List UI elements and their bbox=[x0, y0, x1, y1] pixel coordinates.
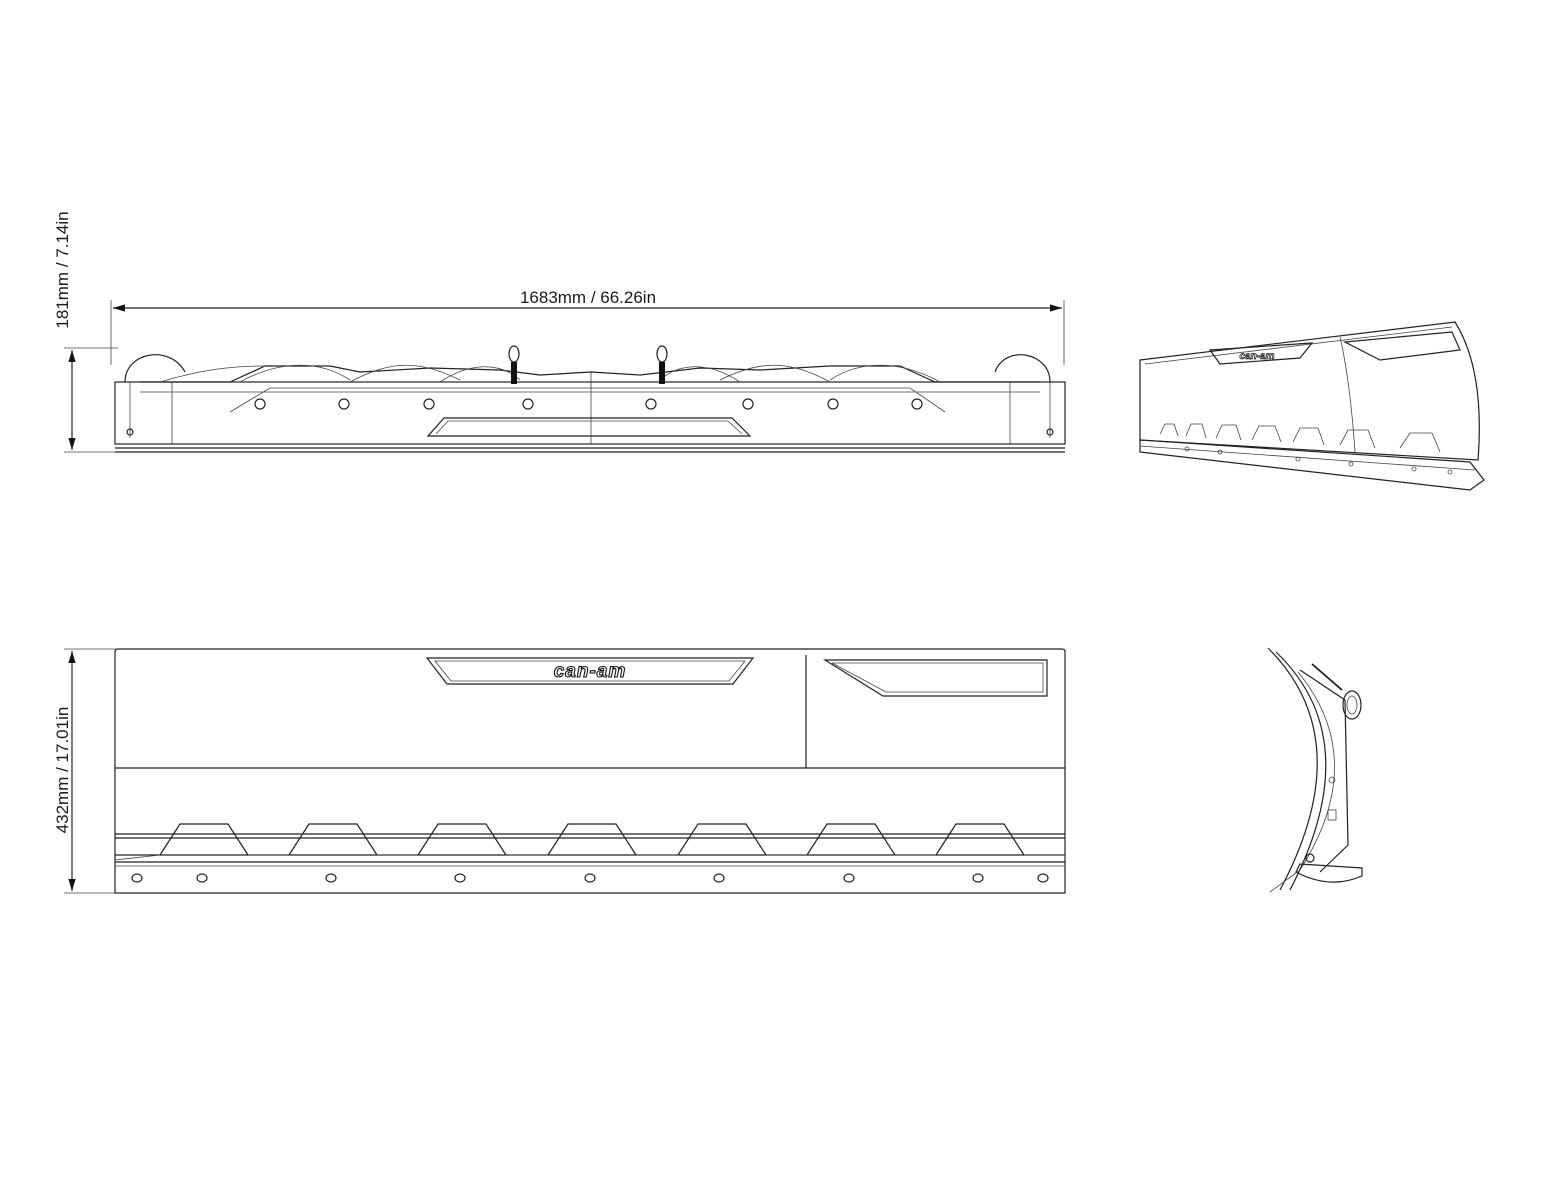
front-view: 432mm / 17.01in can-am bbox=[53, 648, 1066, 894]
top-height-dimension-label: 181mm / 7.14in bbox=[53, 211, 72, 328]
cutting-edge-teeth bbox=[114, 823, 1065, 861]
isometric-view: can-am bbox=[1139, 321, 1485, 491]
front-height-dimension: 432mm / 17.01in bbox=[53, 648, 118, 894]
front-height-dimension-label: 432mm / 17.01in bbox=[53, 707, 72, 834]
top-height-dimension: 181mm / 7.14in bbox=[53, 211, 118, 453]
side-view bbox=[1267, 647, 1363, 893]
top-view: 1683mm / 66.26in 181mm / 7.14in bbox=[53, 211, 1066, 453]
width-dimension: 1683mm / 66.26in bbox=[110, 288, 1065, 365]
blade-front-outline: can-am bbox=[114, 648, 1066, 894]
right-window bbox=[822, 659, 1048, 697]
width-dimension-label: 1683mm / 66.26in bbox=[520, 288, 656, 307]
logo-plate: can-am bbox=[425, 657, 755, 685]
can-am-logo: can-am bbox=[554, 661, 627, 682]
iso-logo: can-am bbox=[1239, 351, 1274, 362]
front-view-bolts bbox=[131, 873, 1049, 883]
blade-top-outline bbox=[114, 345, 1066, 453]
top-view-bolts bbox=[126, 398, 1054, 436]
